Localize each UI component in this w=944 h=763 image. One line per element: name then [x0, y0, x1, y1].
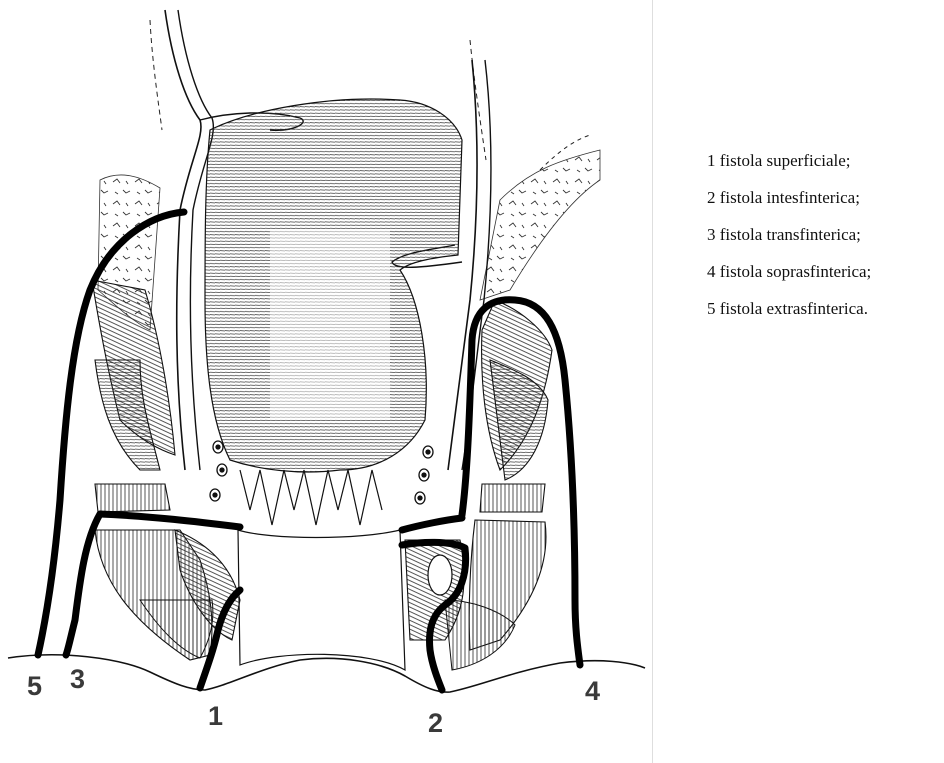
legend: 1 fistola superficiale; 2 fistola intesf…	[707, 142, 871, 327]
legend-item-1: 1 fistola superficiale;	[707, 142, 871, 179]
left-dashed-line	[150, 20, 162, 130]
right-anal-glands	[415, 446, 433, 504]
marker-2: 2	[428, 708, 443, 738]
right-abscess	[428, 555, 452, 595]
marker-1: 1	[208, 701, 223, 731]
marker-5: 5	[27, 671, 42, 701]
rectum-pale-area	[270, 230, 390, 420]
legend-item-5: 5 fistola extrasfinterica.	[707, 290, 871, 327]
left-sphincter-mid	[95, 484, 170, 512]
right-dashed-line	[470, 40, 486, 160]
legend-item-3: 3 fistola transfinterica;	[707, 216, 871, 253]
skin-contour	[8, 655, 645, 692]
anal-canal	[238, 530, 405, 670]
left-anal-glands	[210, 441, 227, 501]
divider-line	[652, 0, 653, 763]
left-wall-outer	[165, 10, 201, 470]
dentate-line	[240, 470, 382, 525]
right-sphincter-mid	[480, 484, 545, 512]
legend-item-4: 4 fistola soprasfinterica;	[707, 253, 871, 290]
legend-item-2: 2 fistola intesfinterica;	[707, 179, 871, 216]
marker-3: 3	[70, 664, 85, 694]
marker-4: 4	[585, 676, 600, 706]
right-fat	[480, 150, 600, 300]
anal-fistula-illustration: 5 3 1 2 4	[0, 0, 660, 763]
